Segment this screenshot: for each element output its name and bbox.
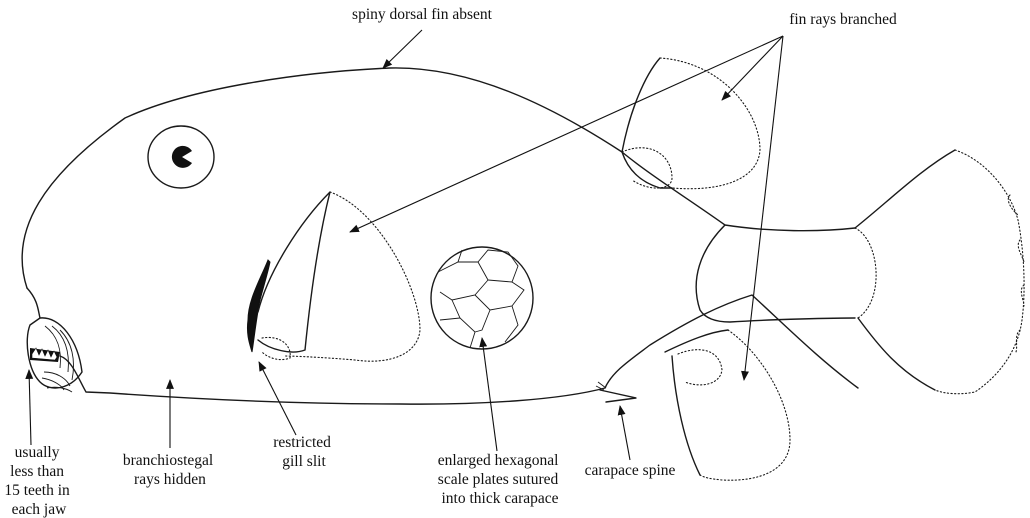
label-dorsal-fin: spiny dorsal fin absent (352, 6, 493, 23)
label-fin-rays: fin rays branched (789, 11, 897, 28)
mouth (26, 317, 83, 393)
label-teeth: usually less than 15 teeth in each jaw (4, 444, 73, 518)
carapace-outline (21, 67, 856, 289)
pointer-fin-rays-anal (741, 35, 784, 381)
pointer-scales (479, 337, 498, 452)
anal-fin (664, 329, 791, 481)
pointer-gill (258, 361, 297, 436)
pointer-teeth (25, 369, 34, 446)
label-carapace-spine: carapace spine (585, 462, 676, 479)
tail (695, 149, 1025, 395)
label-branchiostegal: branchiostegal rays hidden (123, 452, 217, 488)
labels: spiny dorsal fin absent fin rays branche… (4, 6, 897, 518)
gill-slit (247, 259, 271, 353)
pointer-dorsal (382, 29, 423, 69)
snout-outline (26, 287, 41, 319)
fish-body (21, 57, 1025, 481)
pointer-fin-rays-dorsal (721, 35, 784, 101)
label-scale-plates: enlarged hexagonal scale plates sutured … (438, 452, 563, 507)
label-gill-slit: restricted gill slit (273, 434, 335, 470)
hexagonal-scale-plates (430, 246, 534, 350)
pointer-spine (617, 405, 631, 461)
eye (147, 125, 215, 189)
pointer-lines (25, 29, 784, 461)
carapace-spine (595, 381, 637, 403)
pectoral-fin (257, 191, 421, 362)
pointer-fin-rays-pectoral (349, 35, 784, 233)
carapace-belly (59, 294, 859, 405)
